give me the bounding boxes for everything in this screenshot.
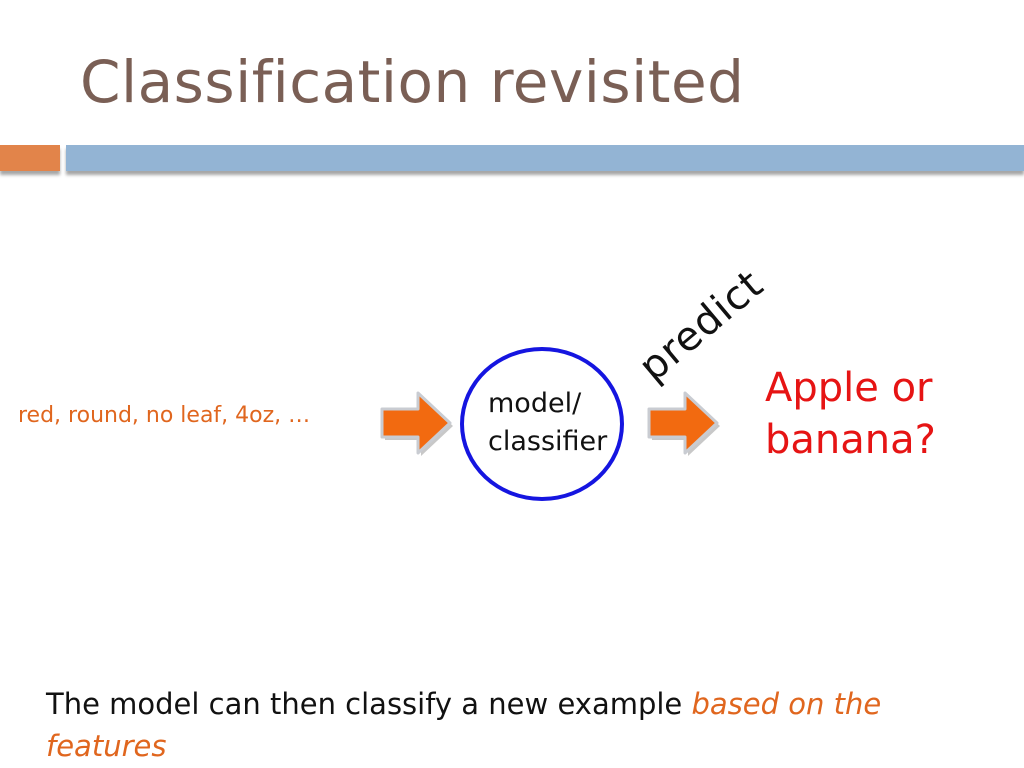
predict-edge-label: predict	[630, 261, 773, 391]
slide-title: Classification revisited	[80, 48, 745, 116]
classifier-label: model/ classifier	[488, 385, 607, 461]
header-accent-bar	[0, 145, 60, 171]
header-divider-bar	[66, 145, 1024, 171]
classifier-label-line-2: classifier	[488, 426, 608, 457]
right-arrow-icon	[647, 391, 720, 456]
caption-emphasis: based on the features	[46, 687, 882, 763]
prediction-output: Apple or banana?	[765, 362, 936, 466]
slide-caption: The model can then classify a new exampl…	[46, 683, 986, 767]
input-features-label: red, round, no leaf, 4oz, …	[18, 403, 311, 428]
caption-text: The model can then classify a new exampl…	[46, 687, 692, 721]
classifier-label-line-1: model/	[488, 388, 582, 419]
prediction-output-line-2: banana?	[765, 417, 936, 463]
right-arrow-icon	[380, 391, 453, 456]
prediction-output-line-1: Apple or	[765, 365, 933, 411]
classifier-node	[460, 347, 624, 501]
